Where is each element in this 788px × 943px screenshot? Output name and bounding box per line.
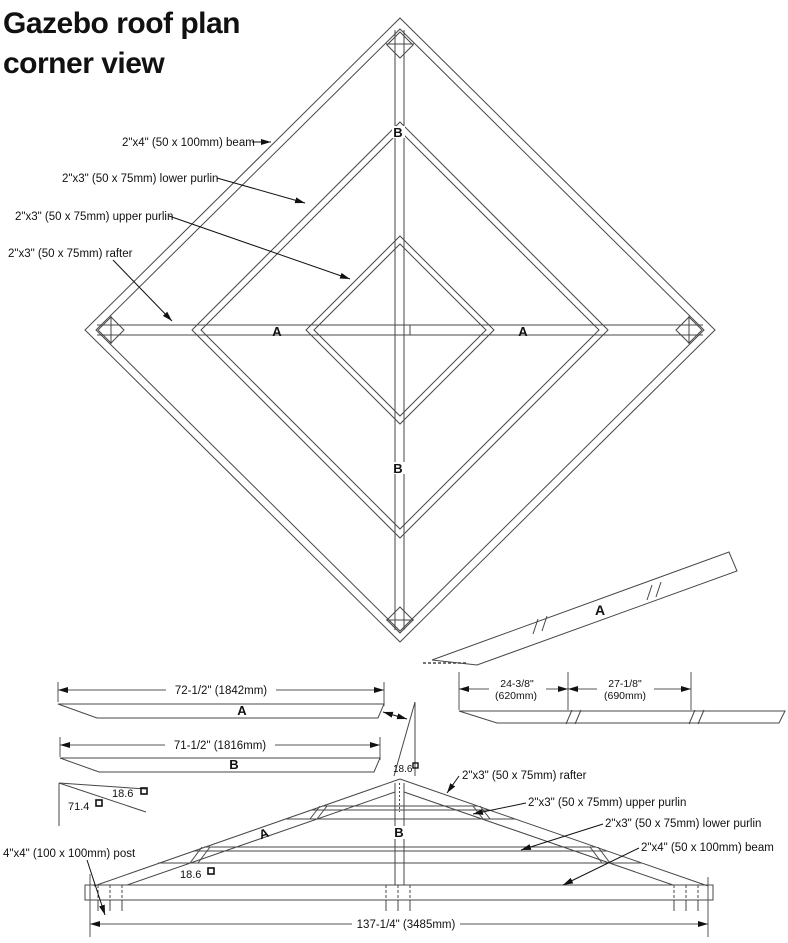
piece-b-dimension <box>59 737 381 760</box>
corner-post-cap-right <box>675 316 703 344</box>
piece-a-outline <box>57 703 385 719</box>
plan-mark-b-bottom: B <box>393 461 402 476</box>
piece-b-outline <box>59 757 381 773</box>
gap-double-arrow <box>382 711 408 720</box>
title-line2: corner view <box>3 47 165 80</box>
angle-cut-template: 18.6 <box>382 701 419 777</box>
elevation-angle-text: 18.6 <box>180 869 201 881</box>
rafter-a-profile: A <box>423 551 738 666</box>
elevation-mark-b: B <box>394 825 403 840</box>
segment2-inches: 27-1/8" <box>608 678 642 690</box>
plumb-angle-text: 71.4 <box>68 801 89 813</box>
plan-upper-purlin-label: 2"x3" (50 x 75mm) upper purlin <box>15 211 173 223</box>
piece-a-dimension <box>57 682 385 706</box>
elevation-lower-purlin-label: 2"x3" (50 x 75mm) lower purlin <box>605 818 761 830</box>
beam-leader-arrow <box>562 847 640 886</box>
drawing-title: Gazebo roof plan corner view <box>3 7 241 80</box>
corner-post-cap-bottom <box>386 606 414 634</box>
post-leader-arrow <box>86 859 106 916</box>
slope-angle-text: 18.6 <box>112 788 133 800</box>
elevation-rafters <box>93 778 709 887</box>
plan-upper-purlin-outline <box>305 235 495 425</box>
segment2-mm: (690mm) <box>604 690 646 702</box>
elevation-upper-purlin <box>285 805 515 820</box>
elevation-beam-label: 2"x4" (50 x 100mm) beam <box>641 842 774 854</box>
elevation-callouts: 4"x4" (100 x 100mm) post 2"x3" (50 x 75m… <box>3 770 774 916</box>
purlin-position-ticks <box>532 581 662 635</box>
plan-rafter-a <box>97 324 703 336</box>
cut-angle-detail: 18.6 71.4 <box>58 782 148 826</box>
corner-post-cap-top <box>386 31 414 59</box>
degree-square-icon <box>207 867 215 875</box>
piece-a-mark: A <box>237 703 247 718</box>
template-angle-text: 18.6 <box>393 764 413 775</box>
segment-dimensions <box>458 672 692 710</box>
degree-square-icon <box>95 799 103 807</box>
plan-rafter-label: 2"x3" (50 x 75mm) rafter <box>8 248 133 260</box>
lower-purlin-leader-arrow <box>216 177 306 204</box>
plan-mark-b-top: B <box>393 125 402 140</box>
plan-mark-a-left: A <box>272 324 282 339</box>
plan-beam-outline <box>84 17 716 643</box>
plan-beam-label: 2"x4" (50 x 100mm) beam <box>122 137 255 149</box>
piece-b-dim-text: 71-1/2" (1816mm) <box>174 740 266 752</box>
cut-piece-a: 72-1/2" (1842mm) A <box>57 682 385 719</box>
plan-rafter-b <box>394 30 405 630</box>
plan-callouts: 2"x4" (50 x 100mm) beam 2"x3" (50 x 75mm… <box>8 125 528 476</box>
elevation-upper-purlin-label: 2"x3" (50 x 75mm) upper purlin <box>528 797 686 809</box>
corner-post-cap-left <box>97 316 125 344</box>
lower-purlin-leader-arrow <box>520 823 604 851</box>
degree-square-icon <box>412 762 419 769</box>
plan-mark-a-right: A <box>518 324 528 339</box>
roof-plan <box>84 17 716 643</box>
degree-square-icon <box>140 787 148 795</box>
mark-backing <box>392 462 405 474</box>
segment1-mm: (620mm) <box>495 690 537 702</box>
segment1-inches: 24-3/8" <box>500 678 534 690</box>
mark-backing <box>393 826 406 839</box>
mark-backing <box>392 126 405 138</box>
rafter-leader-arrow <box>112 259 173 322</box>
cut-piece-b: 71-1/2" (1816mm) B <box>59 737 381 773</box>
upper-purlin-leader-arrow <box>168 215 351 280</box>
segmented-piece-outline <box>458 710 786 724</box>
plan-lower-purlin-outline <box>191 121 609 539</box>
rafter-leader-arrow <box>446 775 460 794</box>
post-label: 4"x4" (100 x 100mm) post <box>3 848 136 860</box>
piece-b-mark: B <box>229 757 238 772</box>
elevation-view: 137-1/4" (3485mm) A B 18.6 4"x4" (100 x … <box>3 770 774 937</box>
plan-lower-purlin-label: 2"x3" (50 x 75mm) lower purlin <box>62 173 218 185</box>
overall-dimension: 137-1/4" (3485mm) <box>89 874 709 937</box>
upper-purlin-leader-arrow <box>472 802 527 815</box>
title-line1: Gazebo roof plan <box>3 7 240 40</box>
total-dim-text: 137-1/4" (3485mm) <box>357 919 456 931</box>
piece-a-dim-text: 72-1/2" (1842mm) <box>175 685 267 697</box>
profile-mark-a: A <box>595 602 605 618</box>
segment-ticks <box>565 709 705 725</box>
elevation-beam <box>84 884 714 901</box>
segmented-cut-piece: 24-3/8" (620mm) 27-1/8" (690mm) <box>458 672 786 725</box>
elevation-post-hidden-lines <box>97 885 699 911</box>
elevation-rafter-label: 2"x3" (50 x 75mm) rafter <box>462 770 587 782</box>
